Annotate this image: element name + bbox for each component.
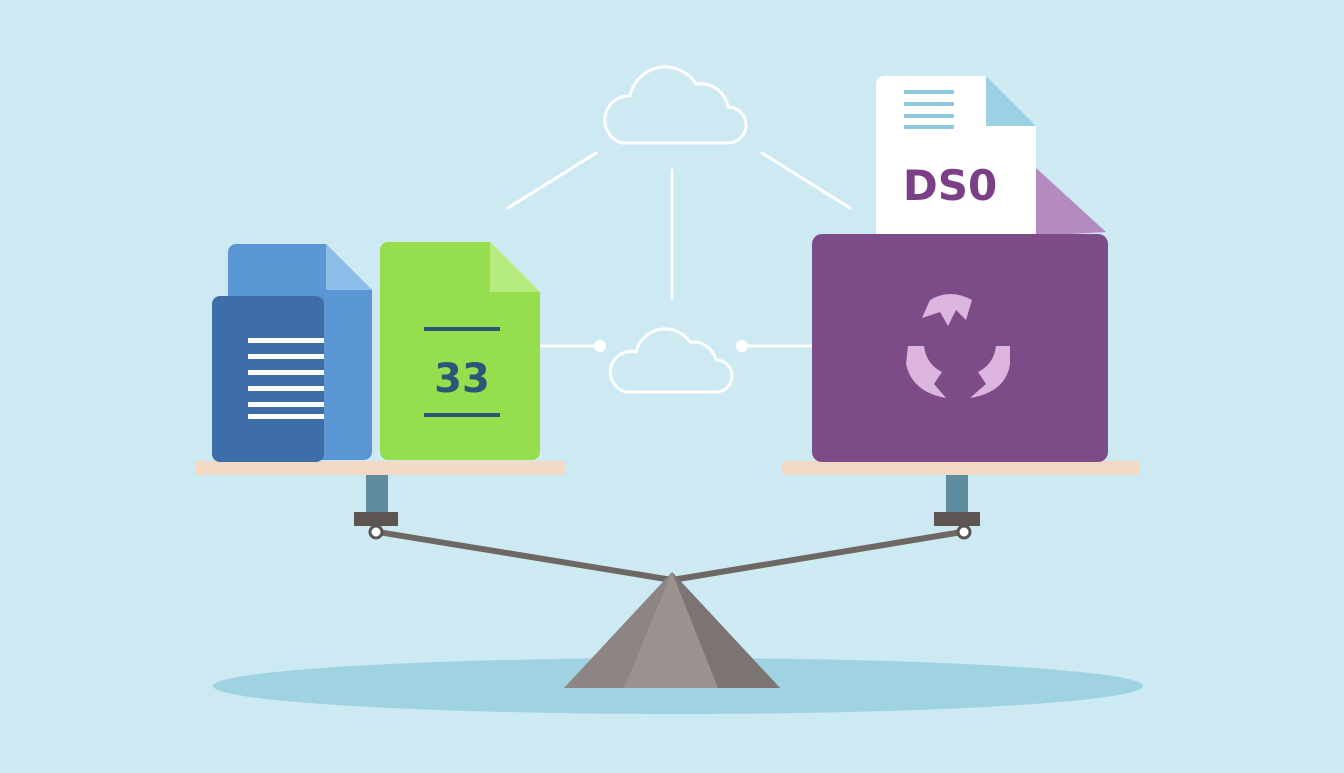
folder-back: [1036, 168, 1106, 236]
green-doc-line-bottom: [424, 413, 500, 417]
right-tray: [782, 461, 1140, 475]
right-post-clamp: [934, 512, 980, 526]
paper-document-label: DS0: [903, 161, 997, 210]
beam-pivot-left: [368, 524, 384, 540]
network-node-right: [736, 340, 748, 352]
green-doc-line-top: [424, 327, 500, 331]
green-document-label: 33: [434, 356, 490, 402]
spreadsheet-document-icon: [380, 242, 540, 460]
balance-beam-left: [375, 529, 675, 583]
paper-fold: [986, 76, 1036, 126]
network-node-left: [594, 340, 606, 352]
seesaw-balance-icon: [354, 474, 980, 688]
purple-folder: [812, 234, 1108, 462]
recycle-icon: [906, 294, 1010, 398]
document-text-lines: [248, 338, 324, 419]
left-post: [366, 474, 388, 516]
cloud-icon: [603, 65, 748, 145]
text-lines-icon: [876, 76, 1036, 240]
paper-text-lines: [904, 90, 954, 129]
network-line-left: [506, 151, 598, 210]
balance-beam-right: [669, 529, 965, 583]
left-post-clamp: [354, 512, 398, 526]
left-tray: [195, 461, 565, 475]
fulcrum-highlight: [624, 572, 718, 688]
beam-pivot-right: [956, 524, 972, 540]
cloud-icon: [608, 327, 734, 394]
network-diagram: [506, 151, 852, 348]
right-pan: DS0: [782, 76, 1140, 475]
text-document-front: [212, 296, 324, 462]
document-fold: [326, 244, 372, 290]
left-pan: 33: [195, 242, 565, 475]
right-post: [946, 474, 968, 516]
fulcrum-shade: [672, 572, 780, 688]
document-fold: [490, 242, 540, 292]
network-line-right: [760, 151, 852, 210]
